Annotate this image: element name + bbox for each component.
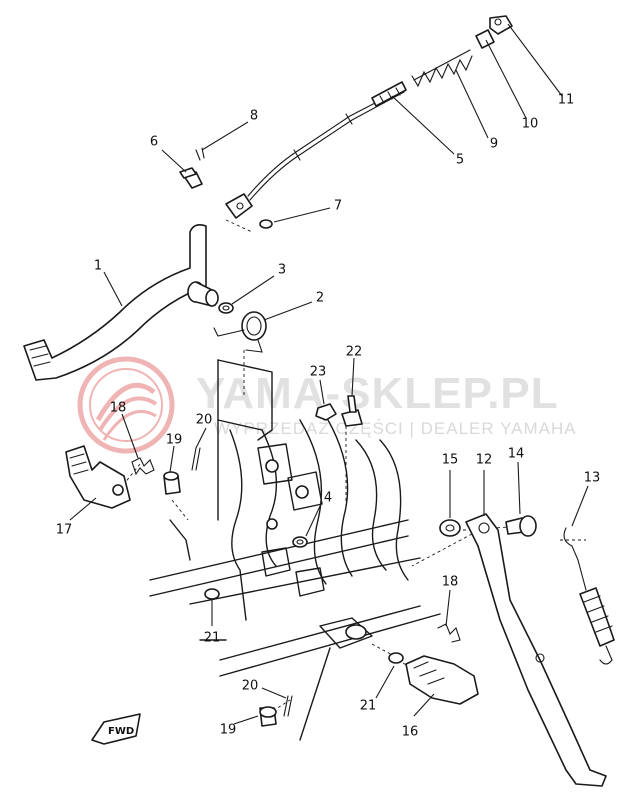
part-split-pin-left bbox=[191, 447, 201, 471]
part-clip-left bbox=[131, 457, 155, 476]
part-footrest-left bbox=[65, 445, 131, 509]
callout-19: 19 bbox=[166, 433, 183, 448]
part-pin bbox=[179, 167, 203, 189]
callout-21-right: 21 bbox=[360, 699, 377, 714]
part-brake-pedal bbox=[23, 224, 219, 381]
part-footrest-right bbox=[405, 655, 479, 705]
callout-22: 22 bbox=[346, 345, 363, 360]
part-return-spring bbox=[213, 311, 267, 353]
part-sidestand bbox=[465, 513, 607, 787]
callout-23: 23 bbox=[310, 365, 327, 380]
part-washer-4 bbox=[292, 536, 308, 548]
callout-12: 12 bbox=[476, 453, 493, 468]
watermark-subtitle: WYPRZEDAŻ CZĘŚCI | DEALER YAMAHA bbox=[214, 419, 577, 438]
callout-4: 4 bbox=[324, 491, 332, 506]
callout-13: 13 bbox=[584, 471, 601, 486]
part-washer-7 bbox=[259, 219, 273, 229]
fwd-label: FWD bbox=[108, 726, 134, 737]
part-washer-3 bbox=[218, 302, 234, 314]
part-collar bbox=[439, 519, 461, 537]
part-brake-rod bbox=[225, 81, 407, 219]
part-split-pin-bottom bbox=[283, 695, 293, 717]
part-bolt-14 bbox=[505, 515, 537, 537]
callout-18: 18 bbox=[110, 401, 127, 416]
callout-20-bottom: 20 bbox=[242, 679, 259, 694]
part-adjust-nut bbox=[475, 29, 495, 49]
callout-10: 10 bbox=[522, 117, 539, 132]
callout-15: 15 bbox=[442, 453, 459, 468]
callouts: 1 2 3 4 5 6 7 8 9 10 11 12 13 14 15 16 1… bbox=[56, 93, 601, 740]
watermark-logo bbox=[77, 356, 175, 454]
part-nut-23 bbox=[315, 403, 337, 421]
part-stand-spring bbox=[563, 527, 615, 665]
callout-9: 9 bbox=[490, 137, 498, 152]
callout-6: 6 bbox=[150, 135, 158, 150]
part-washer-21-left bbox=[204, 588, 220, 600]
callout-5: 5 bbox=[456, 153, 464, 168]
callout-16: 16 bbox=[402, 725, 419, 740]
watermark-title: YAMA-SKLEP.PL bbox=[196, 369, 559, 418]
part-bolt-22 bbox=[341, 395, 363, 427]
callout-11: 11 bbox=[558, 93, 575, 108]
frame-structure bbox=[123, 219, 586, 741]
part-joint bbox=[489, 15, 513, 35]
part-pin-left bbox=[163, 471, 181, 495]
watermark: YAMA-SKLEP.PL WYPRZEDAŻ CZĘŚCI | DEALER … bbox=[77, 356, 577, 454]
callout-2: 2 bbox=[316, 291, 324, 306]
callout-1: 1 bbox=[94, 259, 102, 274]
callout-8: 8 bbox=[250, 109, 258, 124]
part-clip-right bbox=[437, 623, 461, 643]
callout-7: 7 bbox=[334, 199, 342, 214]
callout-20: 20 bbox=[196, 413, 213, 428]
callout-3: 3 bbox=[278, 263, 286, 278]
fwd-indicator: FWD bbox=[91, 713, 141, 745]
callout-14: 14 bbox=[508, 447, 525, 462]
leader-lines bbox=[69, 23, 589, 725]
callout-18-right: 18 bbox=[442, 575, 459, 590]
callout-19-bottom: 19 bbox=[220, 723, 237, 738]
callout-17: 17 bbox=[56, 523, 73, 538]
part-washer-21-right bbox=[388, 652, 404, 664]
part-pin-bottom bbox=[259, 706, 277, 727]
part-rod-spring bbox=[411, 49, 473, 88]
callout-21: 21 bbox=[204, 631, 221, 646]
